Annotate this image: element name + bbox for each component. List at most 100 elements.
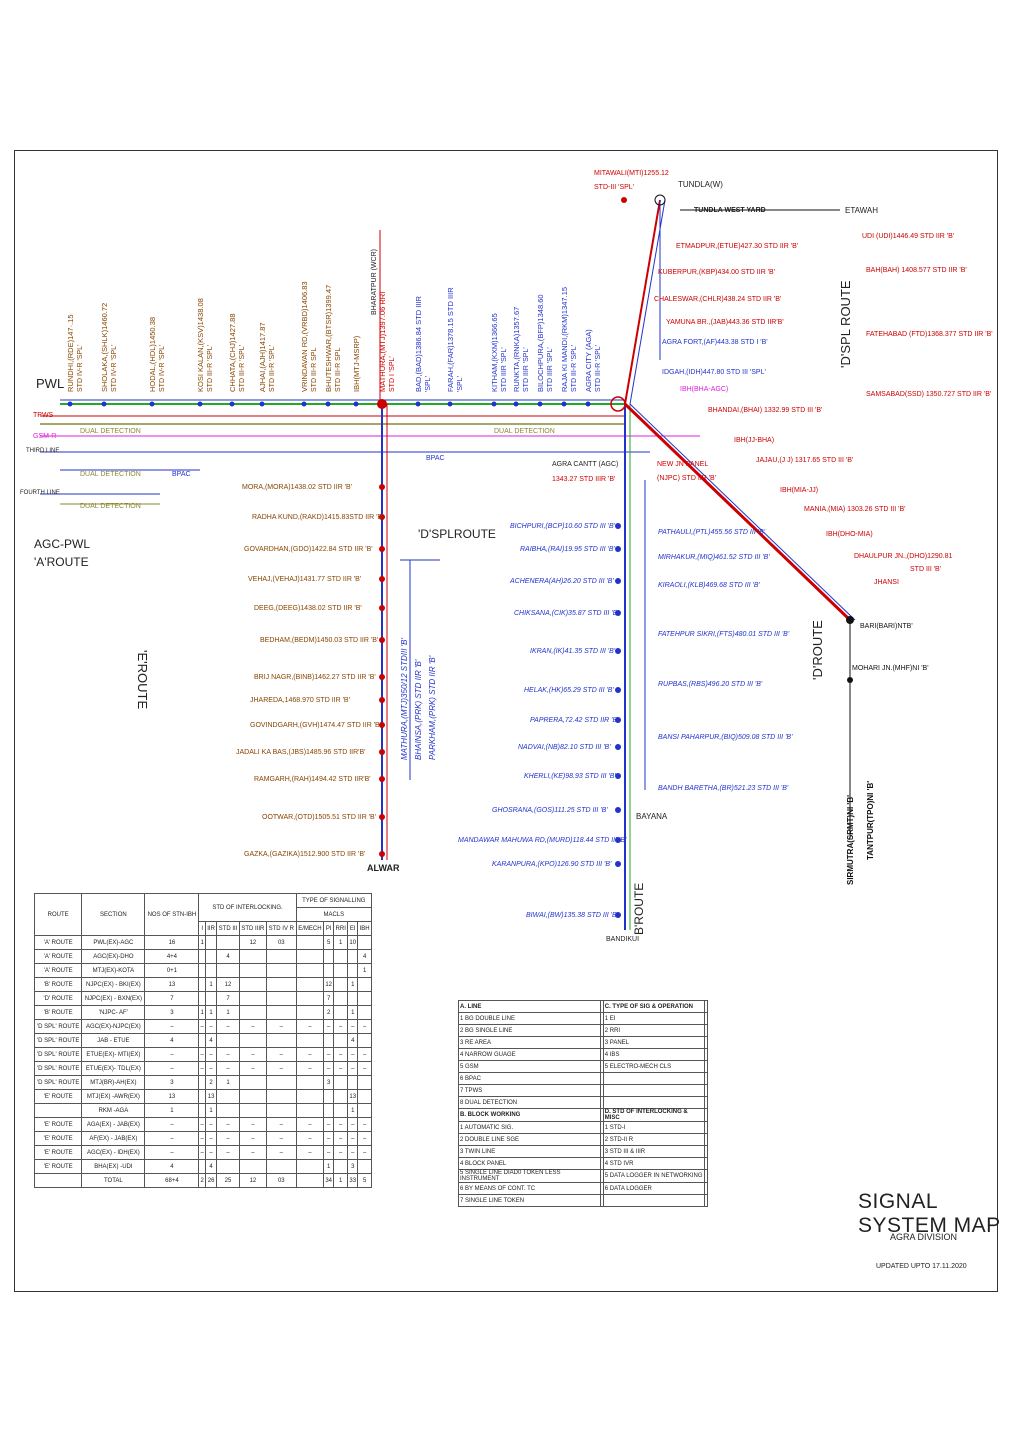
legend-cell: 1 EI [602,1012,705,1025]
station-label: RUNDHI,(RDE)147·.15 [66,314,75,392]
station-label: IBH(MTJ-MSRP) [352,335,361,392]
table-cell [205,991,218,1006]
dspl-station: FATEHABAD (FTD)1368.377 STD IIR 'B' [866,331,993,338]
table-cell: 'A' ROUTE [33,963,83,978]
station-std-label: STD III-R 'SPL' [571,344,578,392]
table-cell: – [347,1117,359,1132]
table-cell [198,963,207,978]
table-cell: 'E' ROUTE [33,1089,83,1104]
table-cell [266,1089,297,1104]
legend-cell: 4 NARROW GUAGE [458,1048,601,1061]
station-dot [615,523,621,529]
table-cell [333,977,349,992]
table-cell: – [198,1145,207,1160]
table-cell: 4 [144,1033,200,1048]
table-cell: 25 [216,1173,240,1188]
table-cell: – [347,1047,359,1062]
legend-cell: D. STD OF INTERLOCKING & MISC [602,1108,705,1122]
station-dot [615,837,621,843]
legend-cell: 8 DUAL DETECTION [458,1096,601,1109]
d-route-station: IBH(JJ-BHA) [734,437,775,444]
station-dot [379,722,385,728]
table-header: ROUTE [33,893,83,936]
table-cell: – [216,1019,240,1034]
tundla-yard-label: TUNDLA WEST YARD [694,207,766,214]
table-cell [216,1103,240,1118]
legend-cell [703,1000,709,1013]
dspl-station: KUBERPUR,(KBP)434.00 STD IIR 'B' [658,269,776,276]
legend-cell: 2 STD-II R [602,1133,705,1146]
table-cell: 'A' ROUTE [33,935,83,950]
table-cell: 1 [347,1103,359,1118]
table-cell [205,935,218,950]
table-subheader: STD III [216,921,240,936]
table-subheader: PI [323,921,335,936]
table-cell: AGC(EX)-DHO [81,949,146,964]
table-cell: 12 [238,1173,268,1188]
table-header: NOS OF STN-IBH [144,893,200,936]
table-cell: – [295,1061,325,1076]
legend-cell [602,1194,705,1207]
d-route-station: IBH(DHO-MIA) [826,531,873,538]
table-cell [266,1005,297,1020]
table-cell: – [333,1117,349,1132]
table-cell [198,1075,207,1090]
table-cell: – [323,1061,335,1076]
table-cell: 1 [205,977,218,992]
table-cell: 1 [198,1005,207,1020]
agra-fort-label: AGRA FORT,(AF)443.38 STD I 'B' [662,339,768,346]
e-route-station: BRIJ NAGR,(BINB)1462.27 STD IIR 'B' [254,674,376,681]
table-cell [266,1075,297,1090]
table-cell: 'A' ROUTE [33,949,83,964]
table-cell [357,935,372,950]
station-label: RAJA KI MANDI,(RKM)1347.15 [560,286,569,392]
table-cell: – [216,1131,240,1146]
table-cell: TOTAL [81,1173,146,1188]
table-cell [357,1159,372,1174]
station-dot [615,717,621,723]
table-cell: 1 [333,1173,349,1188]
table-header: MACLS [295,907,373,922]
table-cell [333,1005,349,1020]
mitawali-dot [621,197,627,203]
legend-cell: 3 STD III & IIIR [602,1145,705,1158]
table-cell [198,949,207,964]
table-cell: NJPC(EX) - BKI(EX) [81,977,146,992]
table-cell: 33 [347,1173,359,1188]
legend-cell [602,1072,705,1085]
dual-detection-label: DUAL DETECTION [80,428,141,435]
station-dot [197,401,203,407]
table-cell [238,1089,268,1104]
table-cell: 3 [323,1075,335,1090]
legend-cell [703,1072,709,1085]
bari-dot [846,616,854,624]
table-cell: – [205,1061,218,1076]
legend-cell [703,1060,709,1073]
dspl-station: BHANDAI,(BHAI) 1332.99 STD III 'B' [708,407,823,414]
table-cell [266,963,297,978]
table-cell: 13 [205,1089,218,1104]
legend-cell: 4 STD IVR [602,1157,705,1170]
table-cell: 03 [266,1173,297,1188]
table-cell: – [144,1047,200,1062]
mathura-junction [377,399,387,409]
dspl-route-line [624,199,661,405]
d-route-station: JAJAU,(J J) 1317.65 STD III 'B' [756,457,854,464]
table-cell [357,1005,372,1020]
legend-cell: C. TYPE OF SIG & OPERATION [602,1000,705,1013]
station-dot [537,401,543,407]
table-cell: – [238,1047,268,1062]
table-cell: 5 [357,1173,372,1188]
legend-cell [703,1036,709,1049]
table-cell: 'D' ROUTE [33,991,83,1006]
table-cell: 'NJPC- AF' [81,1005,146,1020]
table-cell [266,1103,297,1118]
station-dot [513,401,519,407]
e-route-station: BEDHAM,(BEDM)1450.03 STD IIR 'B' [260,637,379,644]
